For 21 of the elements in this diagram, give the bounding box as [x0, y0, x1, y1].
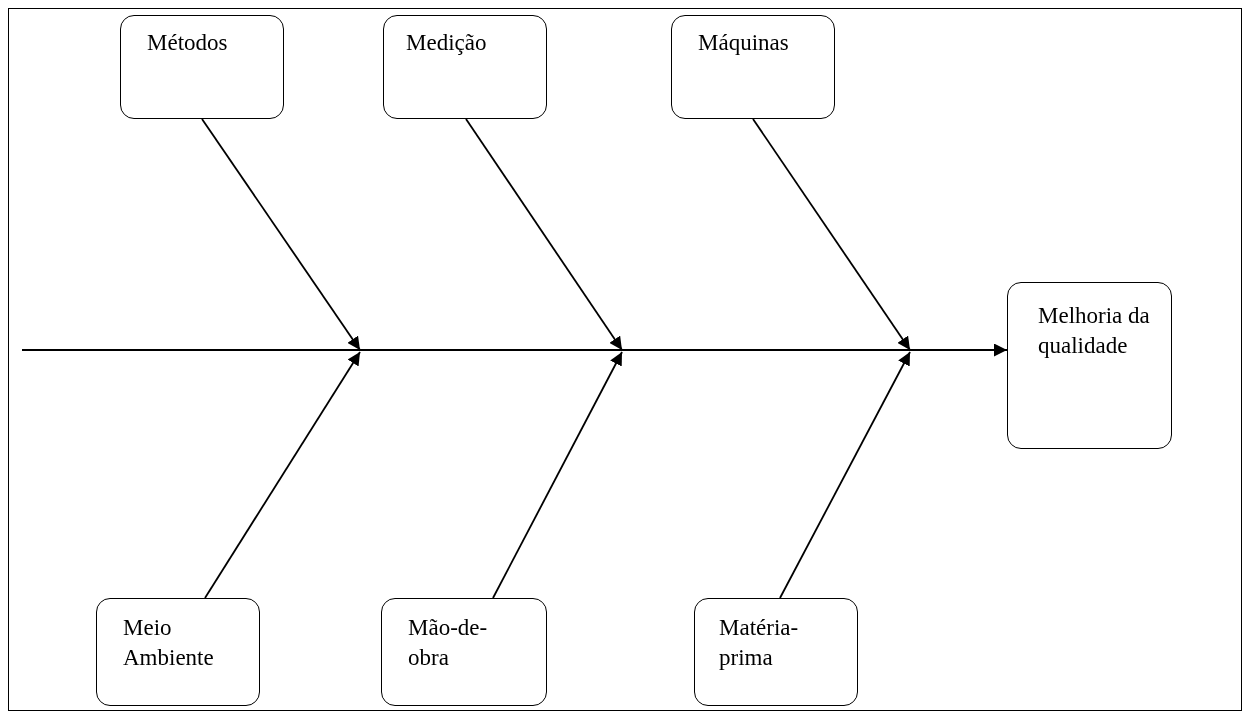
cause-label: Meio Ambiente: [123, 614, 215, 672]
cause-box: [381, 598, 547, 706]
arrow: [492, 351, 623, 599]
cause-label: Matéria-prima: [719, 614, 800, 672]
arrow: [204, 351, 361, 599]
arrow: [779, 351, 911, 599]
cause-box: [120, 15, 284, 119]
cause-label: Máquinas: [698, 29, 790, 57]
arrow: [465, 118, 623, 351]
effect-box: [1007, 282, 1172, 449]
cause-box: [694, 598, 858, 706]
cause-label: Métodos: [147, 29, 229, 57]
effect-label: Melhoria da qualidade: [1038, 302, 1151, 360]
cause-box: [96, 598, 260, 706]
cause-box: [383, 15, 547, 119]
arrow: [21, 343, 1008, 357]
arrow: [201, 118, 361, 351]
cause-box: [671, 15, 835, 119]
arrow: [752, 118, 911, 351]
cause-label: Mão-de-obra: [408, 614, 488, 672]
cause-label: Medição: [406, 29, 488, 57]
